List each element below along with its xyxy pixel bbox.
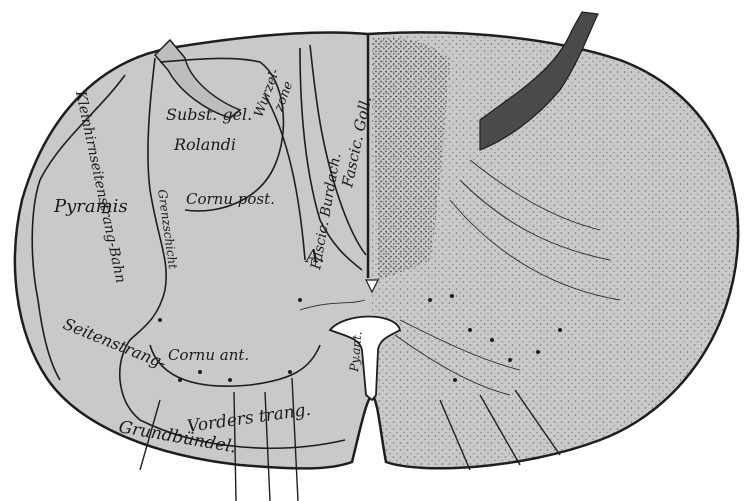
label-cornu-post: Cornu post. (186, 190, 275, 208)
label-a: A. (304, 246, 325, 267)
label-rolandi: Rolandi (173, 135, 236, 154)
label-cornu-ant: Cornu ant. (168, 346, 249, 364)
label-pyramis: Pyramis (53, 196, 128, 217)
label-subst-gel: Subst. gel. (166, 105, 252, 124)
